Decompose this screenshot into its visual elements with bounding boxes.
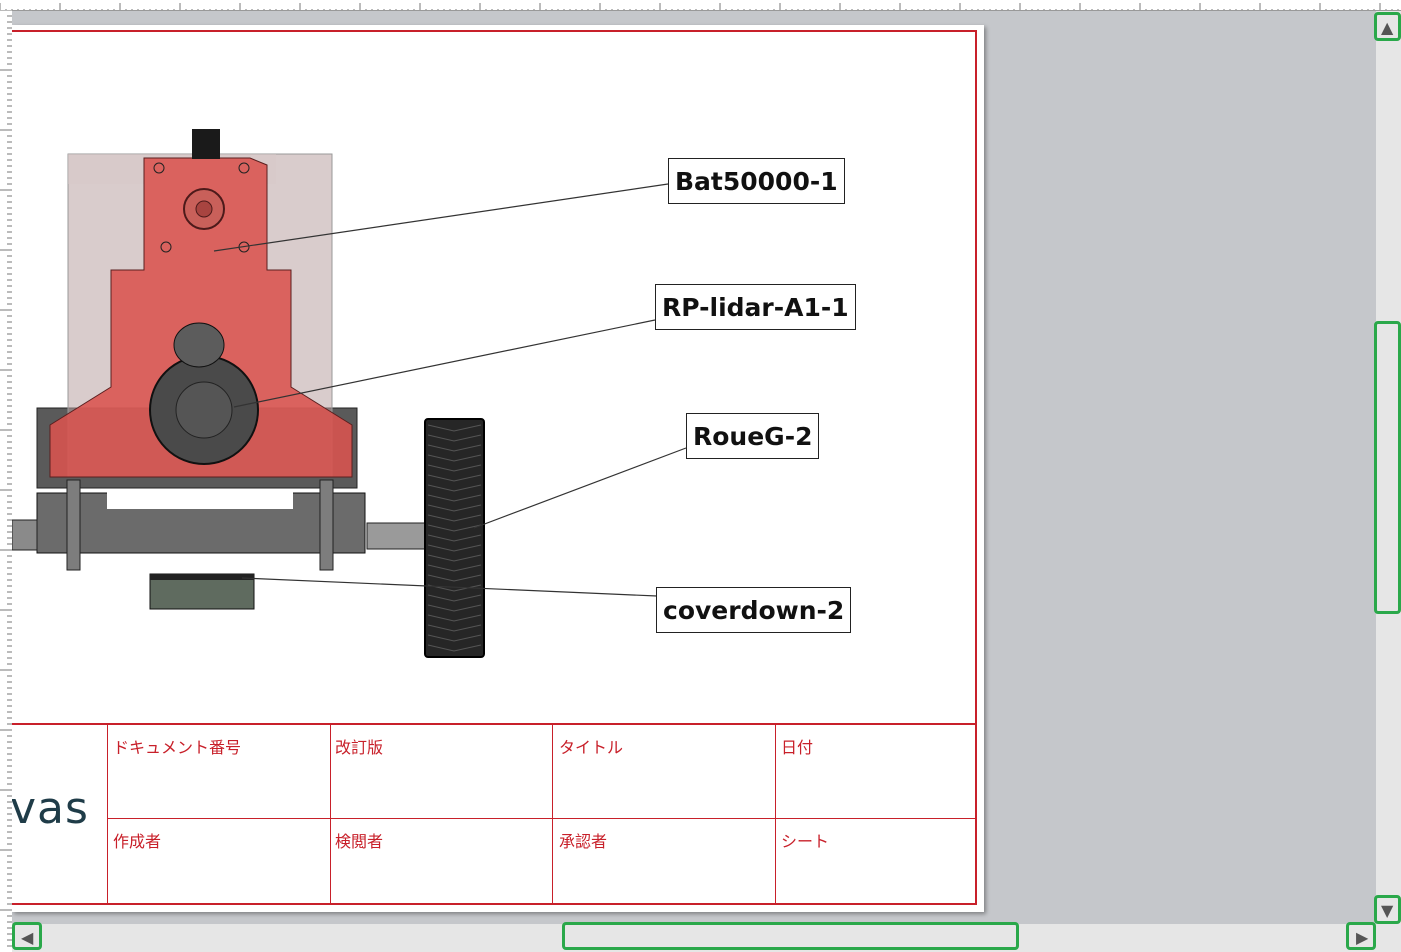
triangle-left-icon: ◀ [21,928,34,947]
support-right [319,479,334,571]
tb-approver: 承認者 [559,832,608,851]
left-ruler-ticks [0,10,12,947]
tread-chevron [427,554,482,562]
horizontal-scrollbar[interactable]: ◀ ▶ [12,922,1376,952]
leader-line-roue [473,447,687,529]
bottom-board-edge [150,574,254,580]
top-ruler [0,0,1401,11]
tb-divider [775,725,776,905]
lidar-disc [175,381,233,439]
tread-chevron [427,644,482,652]
scroll-up-button[interactable]: ▲ [1374,12,1401,41]
lidar-motor [173,322,225,368]
tread-chevron [427,634,482,642]
screw [238,162,250,174]
tb-divider-h [107,818,975,819]
tb-author: 作成者 [113,832,162,851]
support-left [66,479,81,571]
tread-chevron [427,604,482,612]
tread-chevron [427,574,482,582]
tb-divider [330,725,331,905]
tread-chevron [427,464,482,472]
tread-chevron [427,524,482,532]
scroll-left-button[interactable]: ◀ [12,922,42,950]
tread-chevron [427,534,482,542]
tread-chevron [427,424,482,432]
top-ruler-ticks [0,3,1399,10]
tread-chevron [427,594,482,602]
horizontal-scroll-thumb[interactable] [562,922,1019,950]
tread-chevron [427,444,482,452]
tb-divider [107,725,108,905]
vertical-scrollbar[interactable]: ▲ ▼ [1374,11,1401,924]
tread-chevron [427,474,482,482]
tb-doc-number: ドキュメント番号 [113,738,242,757]
leader-line-cover [241,577,658,597]
triangle-down-icon: ▼ [1381,901,1394,920]
scroll-down-button[interactable]: ▼ [1374,895,1401,924]
callout-cover[interactable]: coverdown-2 [656,587,852,633]
tread-chevron [427,494,482,502]
triangle-right-icon: ▶ [1356,928,1369,947]
wheel-tread [427,424,482,652]
scroll-right-button[interactable]: ▶ [1346,922,1376,950]
screw [153,162,165,174]
tread-chevron [427,544,482,552]
tread-chevron [427,454,482,462]
battery-knob-core [195,200,213,218]
tb-sheet: シート [781,832,830,851]
tread-chevron [427,564,482,572]
drawing-sheet[interactable]: Bat50000-1 RP-lidar-A1-1 RoueG-2 coverdo… [12,25,984,912]
tb-revision: 改訂版 [335,738,384,757]
callout-lidar[interactable]: RP-lidar-A1-1 [655,284,856,330]
triangle-up-icon: ▲ [1381,18,1394,37]
tb-date: 日付 [781,738,814,757]
leader-line-bat [213,183,669,252]
axle-left [12,519,38,551]
tb-reviewer: 検閲者 [335,832,384,851]
battery-connector [192,129,220,159]
screw [160,241,172,253]
company-logo: vas [12,783,89,834]
callout-bat[interactable]: Bat50000-1 [668,158,845,204]
tread-chevron [427,484,482,492]
scrollbar-corner [1376,924,1401,952]
title-block: ドキュメント番号 改訂版 タイトル 日付 作成者 検閲者 承認者 シート [12,723,975,905]
tread-chevron [427,514,482,522]
tb-title: タイトル [559,738,624,757]
axle-right [366,522,426,550]
tb-divider [552,725,553,905]
vertical-scroll-thumb[interactable] [1374,321,1401,614]
tread-chevron [427,504,482,512]
tread-chevron [427,434,482,442]
tread-chevron [427,624,482,632]
sheet-border [12,30,977,905]
tread-chevron [427,614,482,622]
robot-assembly-drawing[interactable] [12,25,984,725]
callout-roue[interactable]: RoueG-2 [686,413,820,459]
base-gap [107,491,293,509]
drawing-canvas[interactable]: Bat50000-1 RP-lidar-A1-1 RoueG-2 coverdo… [12,11,1376,924]
red-plate [49,157,353,478]
leader-line-lidar [233,319,656,408]
